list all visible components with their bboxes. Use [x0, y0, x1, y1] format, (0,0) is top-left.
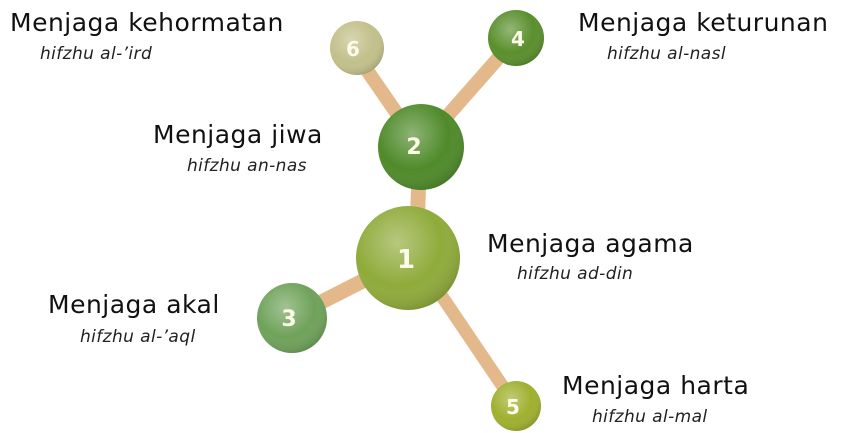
atom-2: 2	[378, 104, 464, 190]
atom-3-number: 3	[281, 307, 296, 332]
atom-1-number: 1	[397, 245, 415, 275]
atom-3: 3	[257, 283, 327, 353]
label-1-title: Menjaga agama	[487, 229, 694, 258]
label-4-subtitle: hifzhu al-nasl	[607, 44, 727, 64]
atom-1-shade	[356, 206, 460, 310]
atom-6-shade	[330, 21, 384, 75]
label-2-title: Menjaga jiwa	[153, 120, 323, 149]
label-5-title: Menjaga harta	[562, 371, 750, 400]
atom-1: 1	[356, 206, 460, 310]
atom-2-shade	[378, 104, 464, 190]
label-1-subtitle: hifzhu ad-din	[517, 264, 634, 284]
atom-6: 6	[330, 21, 384, 75]
atom-5-number: 5	[506, 395, 520, 419]
atom-5-shade	[491, 381, 541, 431]
atom-3-shade	[257, 283, 327, 353]
label-6-title: Menjaga kehormatan	[10, 8, 284, 37]
atom-6-number: 6	[346, 37, 360, 61]
label-2-subtitle: hifzhu an-nas	[187, 156, 307, 176]
label-6-subtitle: hifzhu al-’ird	[40, 44, 153, 64]
label-5-subtitle: hifzhu al-mal	[592, 407, 708, 427]
label-4-title: Menjaga keturunan	[578, 8, 829, 37]
label-3-title: Menjaga akal	[48, 290, 220, 319]
atom-4: 4	[488, 10, 544, 66]
atom-4-shade	[488, 10, 544, 66]
label-3-subtitle: hifzhu al-’aql	[80, 327, 196, 347]
atom-2-number: 2	[406, 135, 421, 160]
atom-5: 5	[491, 381, 541, 431]
atom-4-number: 4	[511, 27, 525, 51]
